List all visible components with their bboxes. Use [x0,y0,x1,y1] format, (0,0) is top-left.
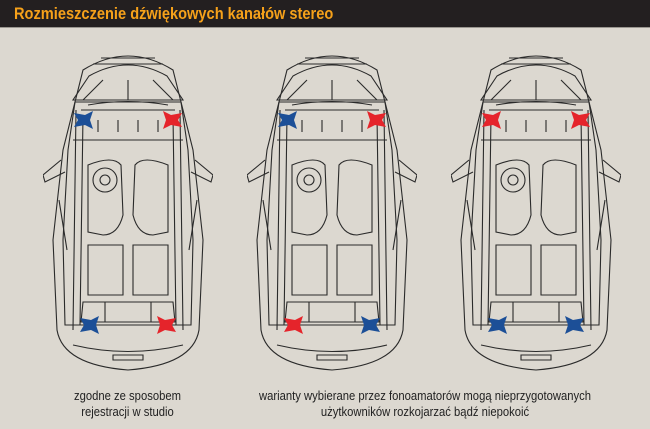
diagram-title: Rozmieszczenie dźwiękowych kanałów stere… [14,4,334,23]
caption-studio: zgodne ze sposobem rejestracji w studio [49,388,207,420]
speaker-front-left-icon [74,111,93,129]
car-outline [450,55,622,371]
car-outline [246,55,418,371]
speaker-rear-left-icon [488,316,507,334]
caption-studio-line1: zgodne ze sposobem [74,389,181,403]
caption-variants-line1: warianty wybierane przez fonoamatorów mo… [258,389,592,403]
car-diagram-variant-1 [246,40,418,375]
speaker-rear-left-icon [80,316,99,334]
header-bar: Rozmieszczenie dźwiękowych kanałów stere… [0,0,650,28]
speaker-front-left-icon [482,111,501,129]
speaker-front-left-icon [278,111,297,129]
speaker-rear-right-icon [157,316,176,334]
car-outline [42,55,214,371]
caption-variants: warianty wybierane przez fonoamatorów mo… [245,388,605,420]
speaker-rear-right-icon [565,316,584,334]
caption-variants-line2: użytkowników rozkojarzać bądź niepokoić [320,405,530,419]
speaker-front-right-icon [571,111,590,129]
car-diagram-studio [42,40,214,375]
speaker-front-right-icon [367,111,386,129]
car-diagram-variant-2 [450,40,622,375]
speaker-front-right-icon [163,111,182,129]
speaker-rear-right-icon [361,316,380,334]
speaker-rear-left-icon [284,316,303,334]
caption-studio-line2: rejestracji w studio [81,405,174,419]
